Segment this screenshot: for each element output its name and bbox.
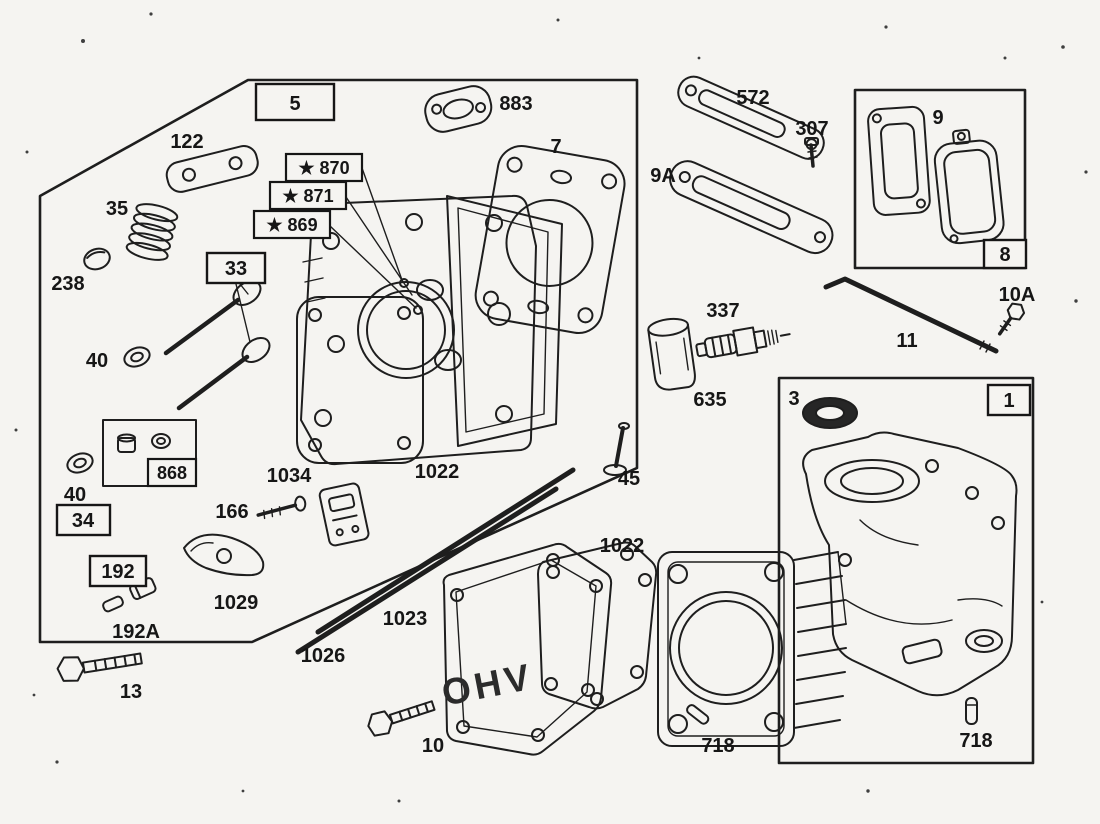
label-871: ★ 871 [282, 186, 333, 206]
part-8-muffler-guard [933, 128, 1005, 245]
leader-lines-869-870-871 [329, 167, 417, 309]
part-718-dowel-pin-right [965, 697, 978, 725]
label-box [88, 554, 148, 588]
label-5: 5 [289, 93, 300, 115]
part-337-spark-plug [695, 326, 791, 359]
label-1034: 1034 [267, 465, 312, 487]
label-8: 8 [999, 244, 1010, 266]
label-box [205, 251, 267, 285]
label-1022-right: 1022 [600, 535, 645, 557]
label-box [982, 238, 1028, 270]
part-718-dowel-pin-left [686, 704, 710, 725]
label-box [284, 152, 364, 183]
part-1029-rocker-arm [183, 533, 265, 577]
label-238: 238 [51, 273, 84, 295]
part-1026-push-rod [295, 486, 559, 655]
label-9: 9 [932, 107, 943, 129]
label-871-boxed: ★ 871 [268, 180, 348, 211]
part-40-washer-lower [66, 452, 94, 474]
part-122-bracket [165, 145, 259, 193]
assembly-group-5-boundary [38, 78, 639, 644]
part-45-valve-tappet [603, 422, 630, 476]
part-1022-head-plate-gasket [296, 296, 424, 464]
label-box [252, 209, 332, 240]
scan-noise [14, 12, 1088, 803]
label-33-boxed: 33 [205, 251, 267, 285]
label-718-right: 718 [959, 730, 992, 752]
label-40-lower: 40 [64, 484, 86, 506]
part-1034-breather-plate [318, 482, 370, 547]
part-cylinder-barrel [657, 551, 847, 747]
part-238-seal [83, 247, 111, 271]
part-40-washer-upper [123, 346, 151, 368]
label-1022-left: 1022 [415, 461, 460, 483]
part-9A-gasket [669, 160, 834, 255]
label-1029: 1029 [214, 592, 259, 614]
label-9A: 9A [650, 165, 676, 187]
label-307: 307 [795, 118, 828, 140]
label-45: 45 [618, 468, 640, 490]
part-1-crankcase [802, 431, 1018, 697]
label-1023: 1023 [383, 608, 428, 630]
part-ohv-valve-cover [442, 542, 613, 756]
part-572-gasket [677, 75, 825, 160]
label-166: 166 [215, 501, 248, 523]
label-192A: 192A [112, 621, 160, 643]
label-883: 883 [499, 93, 532, 115]
label-870-boxed: ★ 870 [284, 152, 364, 183]
part-11-governor-rod [823, 276, 999, 354]
label-8-boxed: 8 [982, 238, 1028, 270]
label-33: 33 [225, 258, 247, 280]
part-9-exhaust-gasket [867, 105, 931, 216]
label-11: 11 [896, 330, 917, 352]
part-1022-cover-gasket [537, 541, 658, 710]
label-box [268, 180, 348, 211]
label-7: 7 [550, 136, 561, 158]
label-13: 13 [120, 681, 142, 703]
label-572: 572 [736, 87, 769, 109]
label-337: 337 [706, 300, 739, 322]
part-307-screw [804, 137, 819, 168]
label-10A: 10A [999, 284, 1036, 306]
label-5-boxed: 5 [254, 82, 336, 122]
part-883-intake-gasket [424, 85, 493, 133]
label-35: 35 [106, 198, 128, 220]
label-869: ★ 869 [266, 215, 317, 235]
label-box [986, 383, 1032, 417]
label-40-upper: 40 [86, 350, 108, 372]
label-box [146, 457, 198, 488]
part-10A-screw [997, 302, 1026, 336]
label-870: ★ 870 [298, 158, 349, 178]
part-35-valve-spring [125, 203, 179, 261]
part-635-spark-plug-boot [647, 317, 696, 391]
label-box [55, 503, 112, 537]
part-1023-push-rod [315, 467, 576, 635]
part-868-seals [117, 433, 171, 453]
label-192: 192 [101, 561, 134, 583]
box-1-group [777, 376, 1035, 765]
label-1-boxed: 1 [986, 383, 1032, 417]
part-10-bolt [367, 700, 436, 737]
label-718-left: 718 [701, 735, 734, 757]
box-9-8-group [853, 88, 1027, 270]
label-10: 10 [422, 735, 444, 757]
label-635: 635 [693, 389, 726, 411]
label-3: 3 [788, 388, 799, 410]
label-1026: 1026 [301, 645, 346, 667]
label-122: 122 [170, 131, 203, 153]
label-34-boxed: 34 [55, 503, 112, 537]
part-166-screw [256, 495, 307, 520]
part-head-side-plate [446, 195, 563, 447]
part-13-bolt [56, 652, 143, 682]
leader-lines-33 [235, 283, 251, 343]
part-3-oil-seal [802, 397, 858, 429]
label-869-boxed: ★ 869 [252, 209, 332, 240]
label-192-boxed: 192 [88, 554, 148, 588]
label-868-boxed: 868 [146, 457, 198, 488]
label-868: 868 [157, 463, 187, 483]
label-1: 1 [1003, 390, 1014, 412]
label-34: 34 [72, 510, 95, 532]
label-box [254, 82, 336, 122]
